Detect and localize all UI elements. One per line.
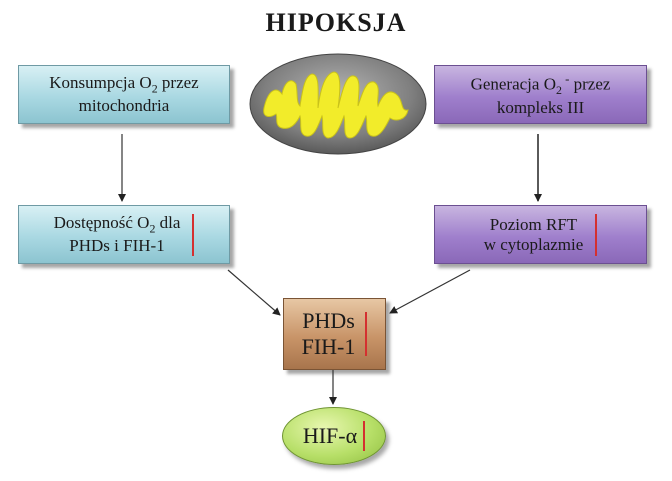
availability-subscript: 2 (149, 221, 156, 236)
availability-line1-suffix: dla (155, 213, 181, 233)
availability-line1-prefix: Dostępność O (53, 213, 150, 233)
availability-line2: PHDs i FIH-1 (69, 236, 165, 256)
diagram-title: HIPOKSJA (265, 8, 407, 37)
generation-subscript: 2 (555, 82, 562, 97)
arrow-rft-to-phds (389, 269, 471, 314)
availability-box: Dostępność O2 dla PHDs i FIH-1 (18, 205, 230, 264)
generation-line2: kompleks III (496, 97, 585, 117)
rft-level-box: Poziom RFT w cytoplazmie (434, 205, 647, 264)
generation-superscript: - (561, 71, 570, 86)
consumption-line1-prefix: Konsumpcja O (49, 73, 152, 93)
rft-level-line1: Poziom RFT (489, 214, 578, 234)
fih-label: FIH-1 (301, 334, 356, 359)
consumption-line1-suffix: przez (157, 73, 199, 93)
generation-line1-prefix: Generacja O (470, 74, 556, 94)
hif-indicator (363, 421, 366, 451)
consumption-subscript: 2 (151, 81, 158, 96)
phds-label: PHDs (302, 307, 355, 333)
arrow-availability-to-phds (227, 269, 281, 316)
consumption-line2: mitochondria (78, 96, 170, 116)
mitochondrion-icon (249, 53, 427, 155)
rft-level-line2: w cytoplazmie (483, 234, 584, 254)
generation-line1-suffix: przez (569, 74, 611, 94)
generation-box: Generacja O2 - przez kompleks III (434, 65, 647, 124)
decrease-indicator (192, 213, 195, 256)
hif-alpha-label: HIF-α (302, 423, 358, 448)
increase-indicator (595, 213, 598, 256)
phds-indicator (365, 312, 368, 356)
phds-fih-box: PHDs FIH-1 (283, 298, 386, 370)
consumption-box: Konsumpcja O2 przez mitochondria (18, 65, 230, 124)
hif-alpha-oval: HIF-α (282, 407, 386, 465)
